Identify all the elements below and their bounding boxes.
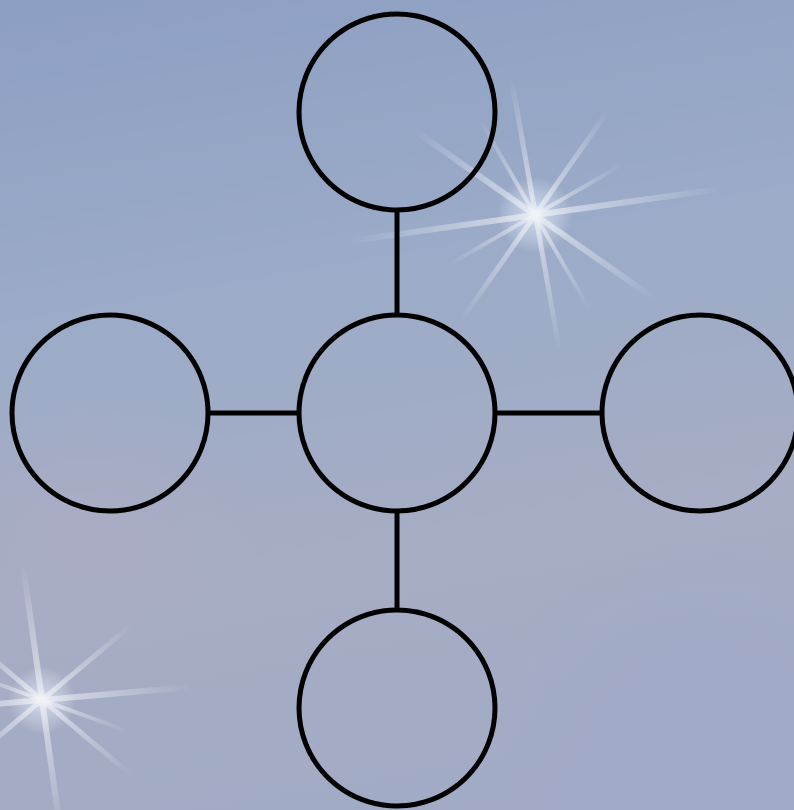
sparkle-icon — [0, 561, 192, 810]
node-center — [299, 315, 495, 511]
node-right — [602, 315, 794, 511]
sparkle-icon — [346, 77, 723, 354]
node-left — [12, 315, 208, 511]
node-top — [299, 14, 495, 210]
node-bottom — [299, 610, 495, 806]
